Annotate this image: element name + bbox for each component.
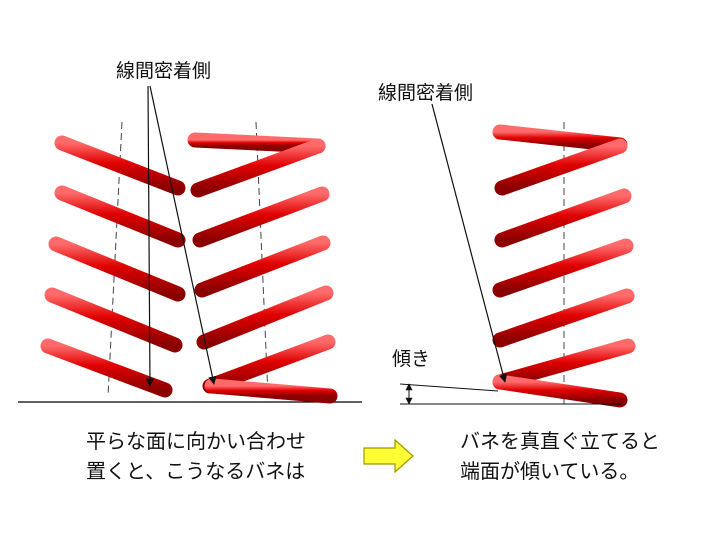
- caption-left-line-1: 平らな面に向かい合わせ: [86, 429, 306, 453]
- caption-left-line-2: 置くと、こうなるバネは: [86, 459, 306, 483]
- caption-left: 平らな面に向かい合わせ 置くと、こうなるバネは: [86, 426, 306, 486]
- tilted-spring: [492, 124, 636, 408]
- tilt-line: [399, 383, 499, 392]
- left-contact-side-label: 線間密着側: [116, 60, 212, 82]
- tilt-label: 傾き: [392, 348, 431, 370]
- left-leader-2: [149, 85, 217, 385]
- caption-right-line-1: バネを真直ぐ立てると: [460, 429, 660, 453]
- center-spring: [187, 132, 338, 404]
- right-arrow-icon: [363, 438, 414, 474]
- caption-right-line-2: 端面が傾いている。: [460, 459, 640, 483]
- left-spring: [40, 135, 191, 403]
- left-leader-1: [145, 85, 155, 387]
- right-leader: [431, 103, 508, 383]
- caption-right: バネを真直ぐ立てると 端面が傾いている。: [460, 426, 660, 486]
- right-contact-side-label: 線間密着側: [378, 82, 474, 104]
